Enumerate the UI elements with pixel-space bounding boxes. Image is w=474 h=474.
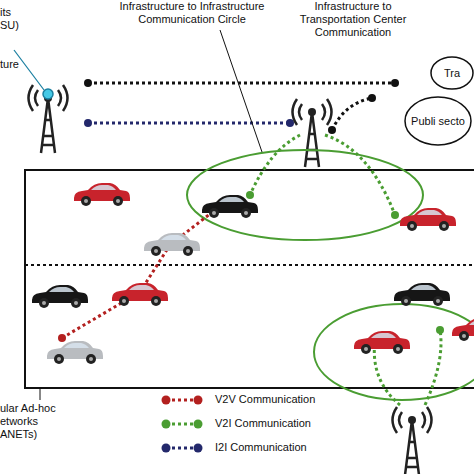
- annotation-label: its SU): [0, 6, 28, 32]
- legend-text: I2I Communication: [215, 441, 307, 454]
- oval-shape: [431, 57, 473, 89]
- annotation-label: ular Ad-hoc etworks ANETs): [0, 402, 66, 441]
- legend-text: V2V Communication: [215, 393, 315, 406]
- annotation-label: ture: [0, 58, 40, 71]
- oval-node: Tra: [430, 56, 474, 90]
- oval-node: Publi secto: [404, 96, 472, 146]
- node-text-group: Publi secto: [411, 115, 465, 127]
- legend-text: V2I Communication: [215, 417, 311, 430]
- node-text-group: Tra: [444, 67, 460, 79]
- node-text: Tra: [444, 67, 460, 79]
- oval-shape: [405, 97, 471, 145]
- node-text: Publi secto: [411, 115, 465, 127]
- legend-swatch: [160, 443, 204, 453]
- annotation-label: Infrastructure to Infrastructure Communi…: [108, 0, 276, 26]
- legend-swatch: [160, 395, 204, 405]
- annotation-label: Infrastructure to Transportation Center …: [288, 0, 418, 39]
- legend-swatch: [160, 419, 204, 429]
